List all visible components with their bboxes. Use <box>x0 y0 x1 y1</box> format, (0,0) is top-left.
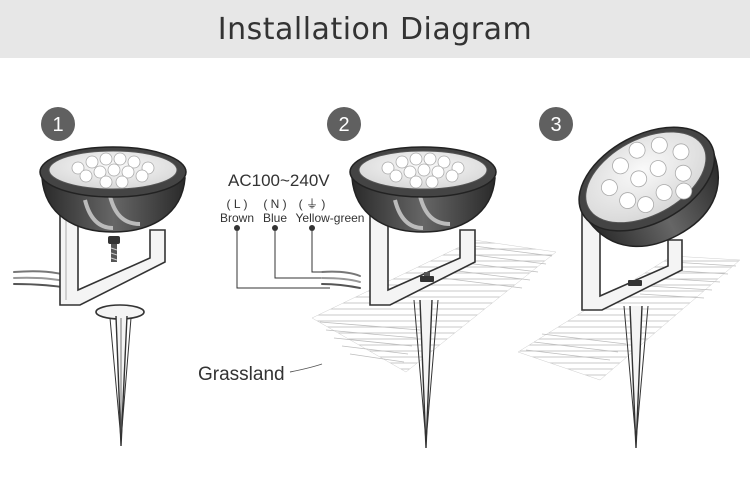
voltage-label: AC100~240V <box>228 171 330 190</box>
svg-text:( N ): ( N ) <box>263 197 286 211</box>
svg-text:Brown: Brown <box>220 211 254 225</box>
terminal-live: ( L ) Brown <box>220 197 254 231</box>
wiring-lines <box>236 231 330 289</box>
grassland-2 <box>311 239 557 373</box>
lamp-1 <box>39 146 187 233</box>
step-2: 2 <box>198 107 557 449</box>
step-badge-1: 1 <box>41 107 75 141</box>
lamp-3 <box>578 126 719 248</box>
terminal-earth: ( ⏚ ) Yellow-green <box>296 197 365 231</box>
ground-spike-2 <box>413 299 439 449</box>
step-3: 3 <box>517 107 741 449</box>
step-badge-2: 2 <box>327 107 361 141</box>
svg-text:( L ): ( L ) <box>227 197 248 211</box>
grassland-label: Grassland <box>198 363 323 385</box>
ground-spike-3 <box>623 305 649 449</box>
svg-text:Yellow-green: Yellow-green <box>296 211 365 225</box>
svg-text:1: 1 <box>52 114 63 136</box>
step-badge-3: 3 <box>539 107 573 141</box>
lamp-2 <box>349 146 497 233</box>
installation-diagram: 1 <box>13 107 741 449</box>
svg-text:2: 2 <box>338 114 349 136</box>
svg-text:Blue: Blue <box>263 211 287 225</box>
header-bar: Installation Diagram <box>0 0 750 58</box>
cable-2 <box>321 270 361 289</box>
svg-text:3: 3 <box>550 114 561 136</box>
ground-spike-1 <box>95 304 145 447</box>
terminal-neutral: ( N ) Blue <box>263 197 287 231</box>
page-title: Installation Diagram <box>217 11 533 47</box>
wiring-legend: AC100~240V ( L ) Brown ( N ) Blue ( ⏚ ) … <box>220 171 365 289</box>
step-1: 1 <box>13 107 187 447</box>
screw-1 <box>108 236 120 262</box>
svg-text:Grassland: Grassland <box>198 364 285 385</box>
svg-text:( ⏚ ): ( ⏚ ) <box>299 197 326 211</box>
